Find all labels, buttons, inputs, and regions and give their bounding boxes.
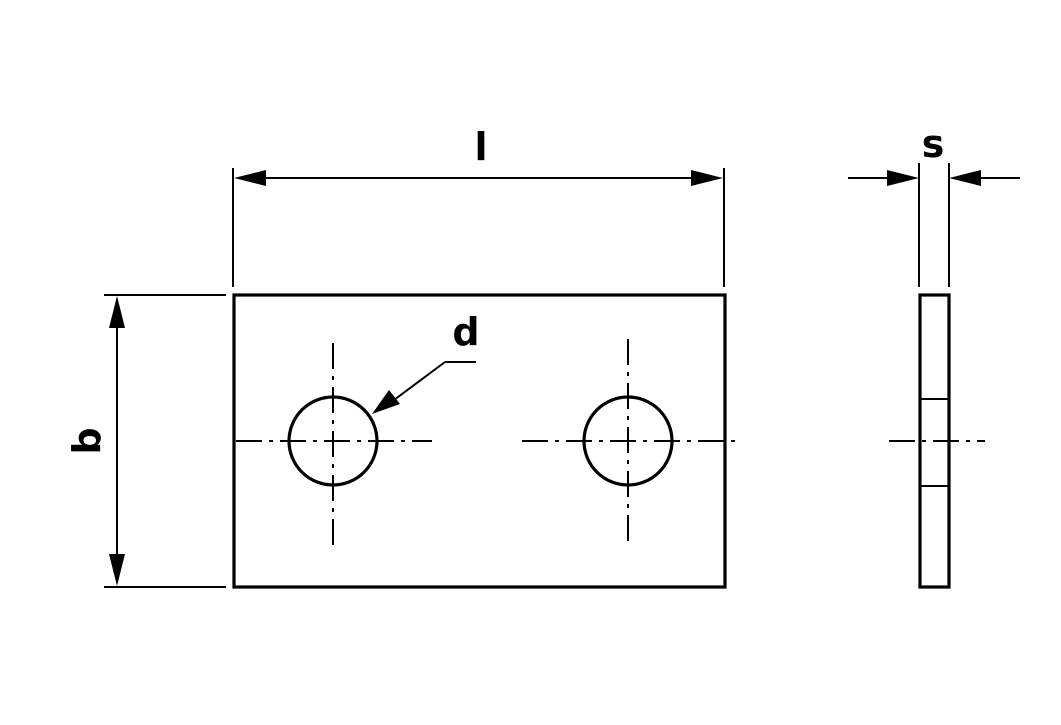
- label-thickness: s: [922, 122, 945, 166]
- dimension-length: [232, 168, 725, 287]
- label-width: b: [65, 427, 109, 454]
- leader-hole-diameter: [372, 361, 476, 414]
- dimension-thickness: [848, 163, 1020, 287]
- plate-outline: [232, 293, 727, 589]
- label-length: l: [474, 125, 487, 169]
- side-view-hole-lines: [920, 398, 949, 487]
- dimension-width: [104, 294, 226, 588]
- label-hole-diameter: d: [452, 310, 479, 354]
- center-lines: [236, 339, 735, 545]
